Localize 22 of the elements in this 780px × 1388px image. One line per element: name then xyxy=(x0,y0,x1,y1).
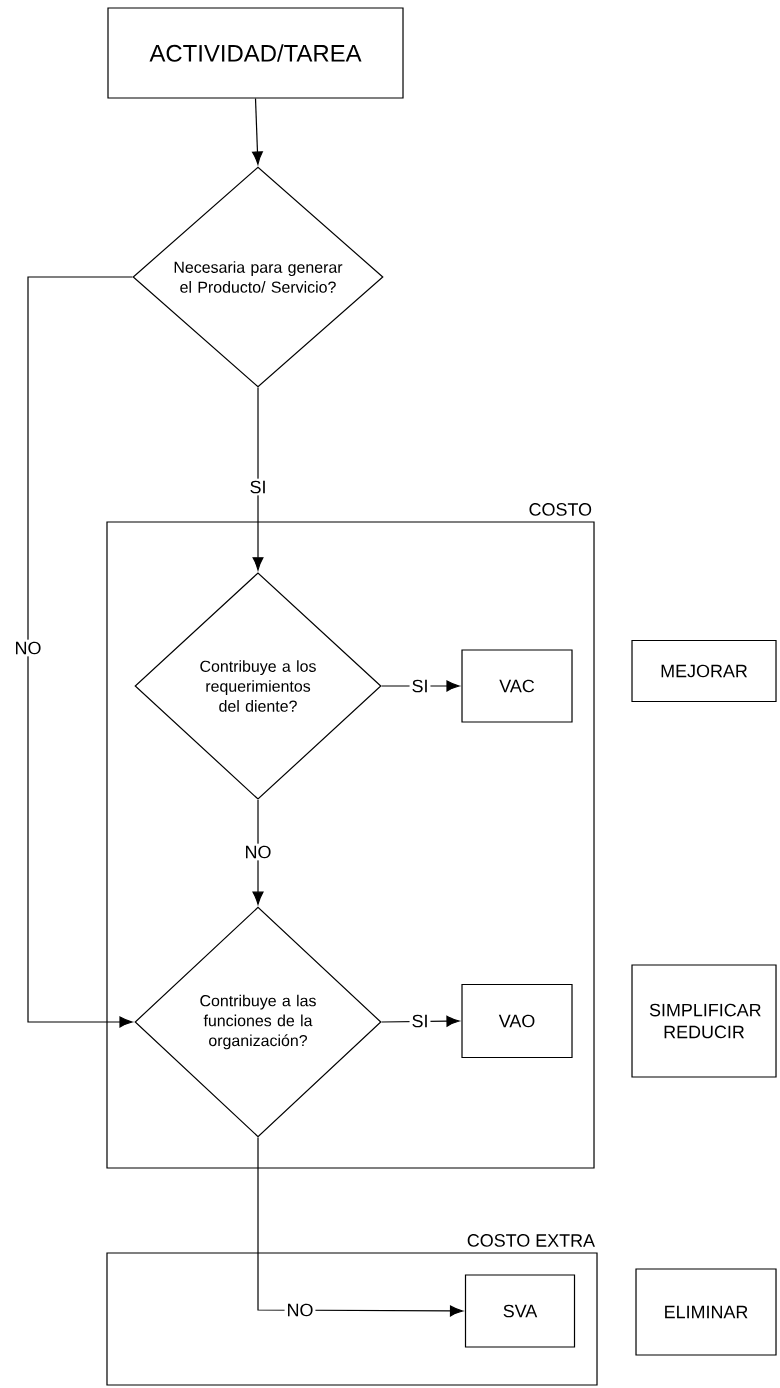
process-box: VAO xyxy=(461,983,573,1059)
arrow xyxy=(252,799,264,905)
edge-label: SI xyxy=(409,1012,431,1030)
process-box: SVA xyxy=(464,1274,576,1348)
node-label: COSTO xyxy=(529,503,592,516)
arrow xyxy=(251,98,263,165)
process-box: VAC xyxy=(461,649,573,723)
arrow xyxy=(381,1015,460,1027)
process-box: ACTIVIDAD/TAREA xyxy=(107,7,404,99)
edge-label: NO xyxy=(12,639,44,657)
arrow xyxy=(381,680,460,692)
edge-label: SI xyxy=(409,677,431,695)
process-box: ELIMINAR xyxy=(635,1268,777,1356)
arrow xyxy=(252,387,264,571)
edge-label: SI xyxy=(247,478,269,496)
process-box: MEJORAR xyxy=(631,639,777,703)
process-box: SIMPLIFICAR REDUCIR xyxy=(631,964,777,1078)
edge-label: NO xyxy=(284,1301,316,1319)
arrow xyxy=(257,1136,464,1317)
arrow xyxy=(27,276,133,1028)
node-label: COSTO EXTRA xyxy=(467,1234,595,1247)
edge-label: NO xyxy=(242,843,274,861)
